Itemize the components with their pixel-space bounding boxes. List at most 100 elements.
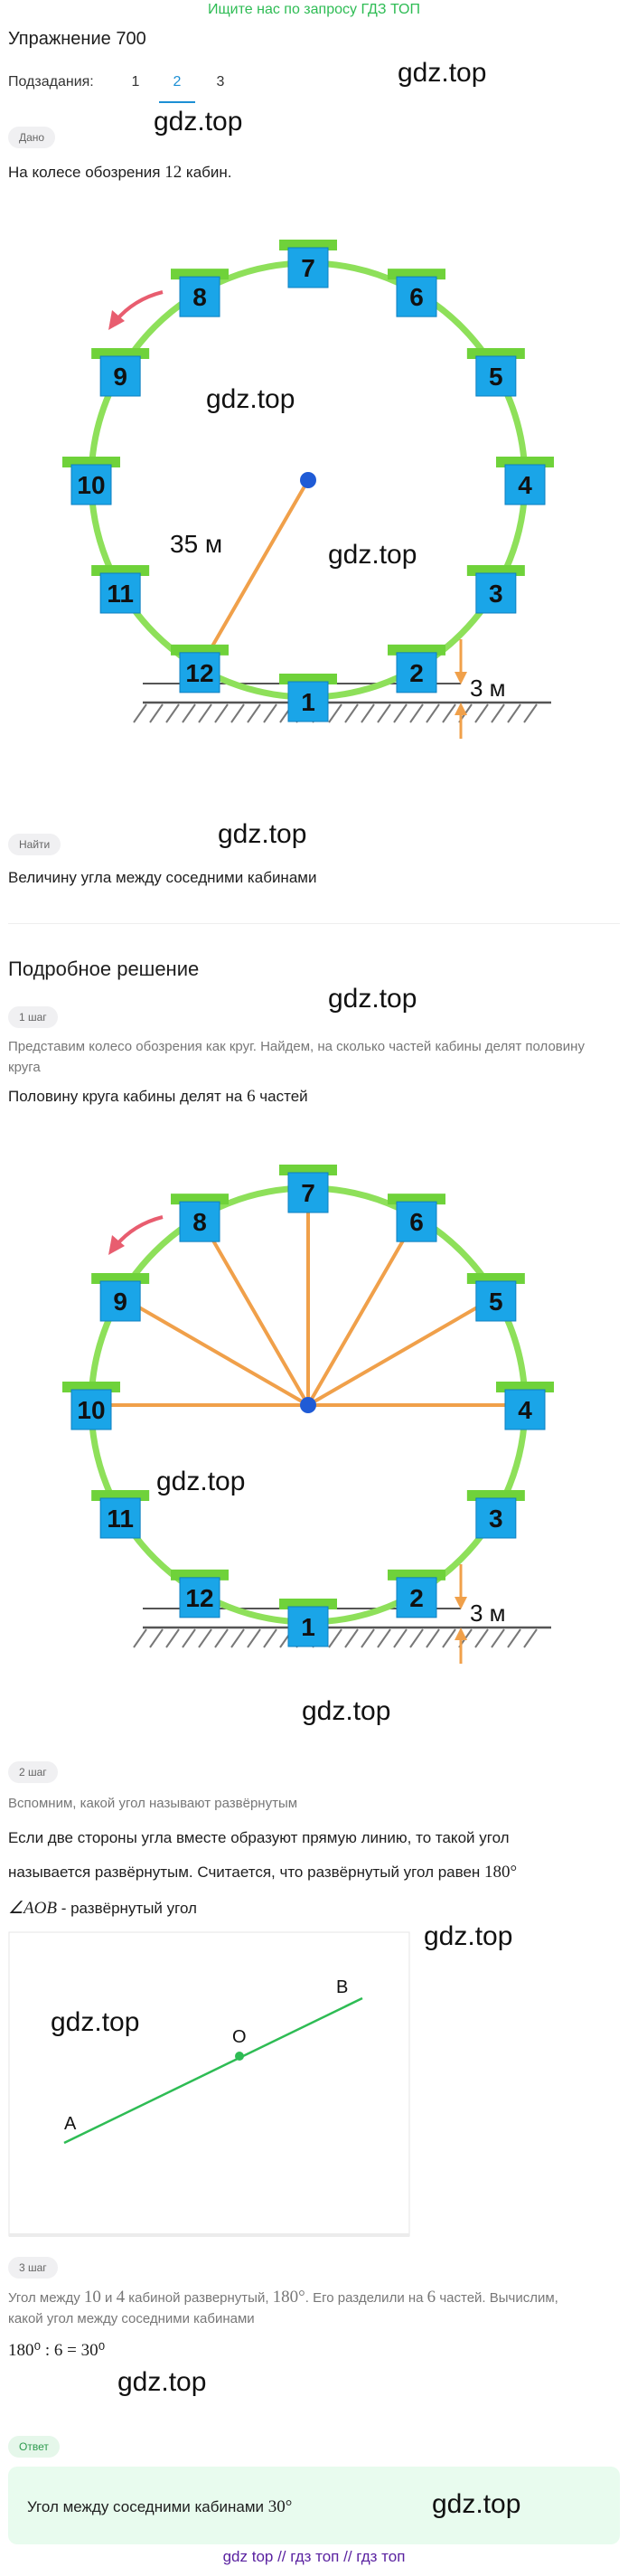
ground-hatch — [507, 1628, 521, 1648]
watermark: gdz.top — [302, 1696, 391, 1726]
cabin-10 — [70, 464, 112, 505]
ground-hatch — [165, 703, 180, 723]
cabin-8 — [179, 276, 220, 317]
given-text: На колесе обозрения 12 кабин. — [8, 163, 232, 182]
cabin-number: 1 — [301, 688, 315, 716]
rotation-arrowhead — [108, 1235, 125, 1255]
ground-hatch — [230, 703, 245, 723]
ground-hatch — [133, 703, 147, 723]
cabin-6 — [396, 1201, 437, 1242]
top-banner-link[interactable]: Ищите нас по запросу ГДЗ ТОП — [208, 2, 420, 17]
subtask-tab-1[interactable]: 1 — [131, 74, 140, 90]
subtasks-label: Подзадания: — [8, 74, 94, 90]
cabin-4 — [504, 1389, 546, 1430]
ground-hatch — [230, 1628, 245, 1648]
cabin-number: 6 — [409, 283, 424, 311]
step1-text: Половину круга кабины делят на 6 частей — [8, 1087, 308, 1106]
ground-hatch — [409, 1628, 424, 1648]
ground-hatch — [344, 1628, 359, 1648]
cabin-number: 5 — [489, 1288, 503, 1316]
height-arrowhead-bottom — [455, 703, 467, 715]
ground-hatch — [133, 1628, 147, 1648]
cabin-8 — [179, 1201, 220, 1242]
step2-hint: Вспомним, какой угол называют развёрнуты… — [8, 1796, 298, 1811]
answer-badge: Ответ — [8, 2436, 60, 2458]
watermark: gdz.top — [154, 107, 243, 137]
cabin-11 — [99, 1497, 141, 1539]
cabin-number: 2 — [409, 659, 424, 687]
exercise-title: Упражнение 700 — [8, 29, 146, 49]
step3-badge: 3 шаг — [8, 2257, 58, 2279]
footer-links[interactable]: gdz top // гдз топ // гдз топ — [222, 2548, 406, 2565]
ground-hatch — [393, 703, 408, 723]
radius-segment — [198, 1216, 310, 1407]
height-label: 3 м — [470, 1599, 506, 1627]
ground-hatch — [507, 703, 521, 723]
cabin-4 — [504, 464, 546, 505]
watermark: gdz.top — [218, 819, 307, 849]
ground-hatch — [409, 703, 424, 723]
watermark: gdz.top — [432, 2489, 521, 2519]
ground-hatch — [377, 1628, 391, 1648]
cabin-3 — [475, 1497, 517, 1539]
cabin-number: 8 — [192, 283, 207, 311]
ground-hatch — [247, 703, 261, 723]
height-label: 3 м — [470, 675, 506, 702]
step1-hint: Представим колесо обозрения как круг. На… — [8, 1039, 585, 1075]
cabin-number: 8 — [192, 1208, 207, 1236]
radius-segment — [119, 1295, 309, 1407]
radius-line — [206, 478, 310, 656]
cabin-number: 12 — [185, 659, 213, 687]
subtask-tab-2[interactable]: 2 — [173, 74, 182, 90]
ground-hatch — [491, 703, 505, 723]
ground-hatch — [198, 703, 212, 723]
wheel-center — [300, 472, 316, 488]
cabin-number: 5 — [489, 363, 503, 391]
ground-hatch — [442, 1628, 456, 1648]
ground-hatch — [198, 1628, 212, 1648]
radius-segment — [306, 1216, 418, 1407]
rotation-arrow — [114, 1215, 164, 1248]
ground-hatch — [165, 1628, 180, 1648]
ground-hatch — [393, 1628, 408, 1648]
step3-hint-line2: какой угол между соседними кабинами — [8, 2311, 255, 2326]
step3-formula: 180⁰ : 6 = 30⁰ — [8, 2341, 106, 2360]
ground-hatch — [263, 1628, 277, 1648]
watermark: gdz.top — [328, 540, 417, 570]
cabin-11 — [99, 572, 141, 614]
rotation-arrowhead — [108, 310, 125, 330]
cabin-7 — [287, 1172, 329, 1213]
label-o: O — [232, 2027, 247, 2047]
ground-hatch — [328, 1628, 342, 1648]
ground-hatch — [523, 703, 538, 723]
ground-hatch — [426, 703, 440, 723]
cabin-3 — [475, 572, 517, 614]
cabin-9 — [99, 1280, 141, 1322]
ground-hatch — [214, 703, 229, 723]
cabin-2 — [396, 652, 437, 694]
ground-hatch — [182, 1628, 196, 1648]
label-a: A — [64, 2114, 77, 2134]
cabin-number: 9 — [113, 1288, 127, 1316]
wheel-center — [300, 1397, 316, 1413]
cabin-12 — [179, 652, 220, 694]
cabin-number: 1 — [301, 1613, 315, 1641]
ground-hatch — [491, 1628, 505, 1648]
active-tab-indicator — [159, 101, 195, 103]
rotation-arrow — [114, 290, 164, 323]
radius-label: 35 м — [170, 530, 222, 558]
cabin-number: 10 — [77, 1396, 105, 1424]
step1-badge: 1 шаг — [8, 1006, 58, 1028]
step2-badge: 2 шаг — [8, 1761, 58, 1783]
ground-hatch — [474, 703, 489, 723]
subtask-tab-3[interactable]: 3 — [216, 74, 225, 90]
cabin-number: 12 — [185, 1584, 213, 1612]
cabin-number: 9 — [113, 363, 127, 391]
watermark: gdz.top — [206, 384, 295, 414]
step3-hint-line1: Угол между 10 и 4 кабиной развернутый, 1… — [8, 2288, 558, 2307]
cabin-number: 11 — [107, 1505, 134, 1533]
ground-hatch — [247, 1628, 261, 1648]
watermark: gdz.top — [51, 2007, 140, 2037]
